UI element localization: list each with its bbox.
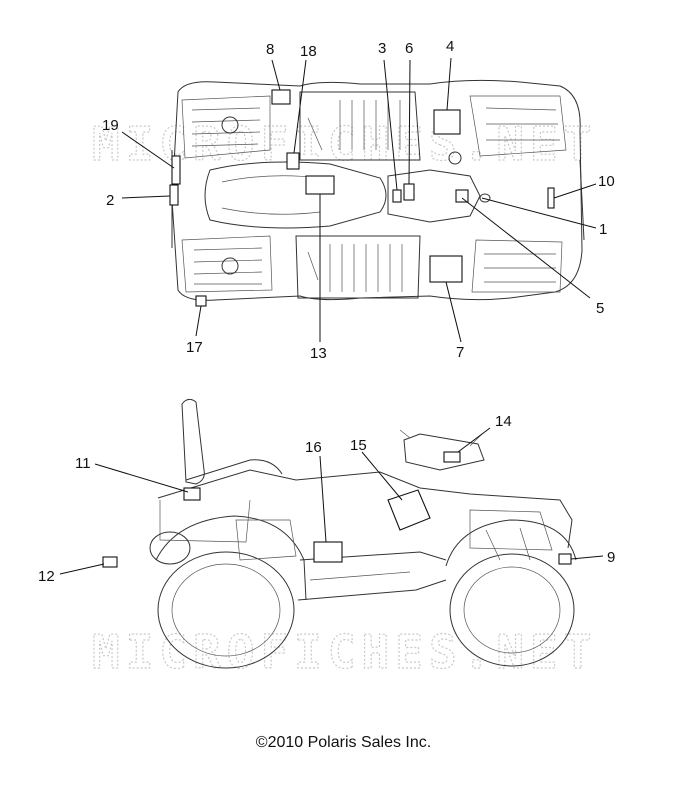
decal-6 — [403, 183, 415, 201]
callout-18: 18 — [300, 43, 317, 60]
callout-16: 16 — [305, 439, 322, 456]
decal-16 — [313, 541, 343, 563]
callout-19: 19 — [102, 117, 119, 134]
callout-4: 4 — [446, 38, 454, 55]
decal-2 — [169, 184, 179, 206]
atv-top-view — [121, 57, 597, 343]
decal-15 — [387, 489, 431, 531]
watermark-bottom: MICROFICHES.NET — [92, 625, 597, 679]
callout-13: 13 — [310, 345, 327, 362]
decal-14 — [443, 451, 461, 463]
callout-2: 2 — [106, 192, 114, 209]
decal-18 — [286, 152, 300, 170]
decal-7 — [429, 255, 463, 283]
decal-13 — [305, 175, 335, 195]
callout-3: 3 — [378, 40, 386, 57]
callout-5: 5 — [596, 300, 604, 317]
callout-8: 8 — [266, 41, 274, 58]
copyright-notice: ©2010 Polaris Sales Inc. — [255, 734, 432, 751]
decal-5 — [455, 189, 469, 203]
atv-side-view — [59, 398, 604, 669]
callout-15: 15 — [350, 437, 367, 454]
watermark-top: MICROFICHES.NET — [92, 117, 597, 171]
callout-7: 7 — [456, 344, 464, 361]
callout-6: 6 — [405, 40, 413, 57]
decal-12 — [102, 556, 118, 568]
decal-8 — [271, 89, 291, 105]
decal-3 — [392, 189, 402, 203]
callout-10: 10 — [598, 173, 615, 190]
decal-11 — [183, 487, 201, 501]
callout-1: 1 — [599, 221, 607, 238]
decal-4 — [433, 109, 461, 135]
decal-9 — [558, 553, 572, 565]
callout-11: 11 — [75, 455, 91, 472]
decal-19 — [171, 155, 181, 185]
decal-10 — [547, 187, 555, 209]
callout-9: 9 — [607, 549, 615, 566]
callout-14: 14 — [495, 413, 512, 430]
callout-17: 17 — [186, 339, 203, 356]
decal-17 — [195, 295, 207, 307]
callout-12: 12 — [38, 568, 55, 585]
